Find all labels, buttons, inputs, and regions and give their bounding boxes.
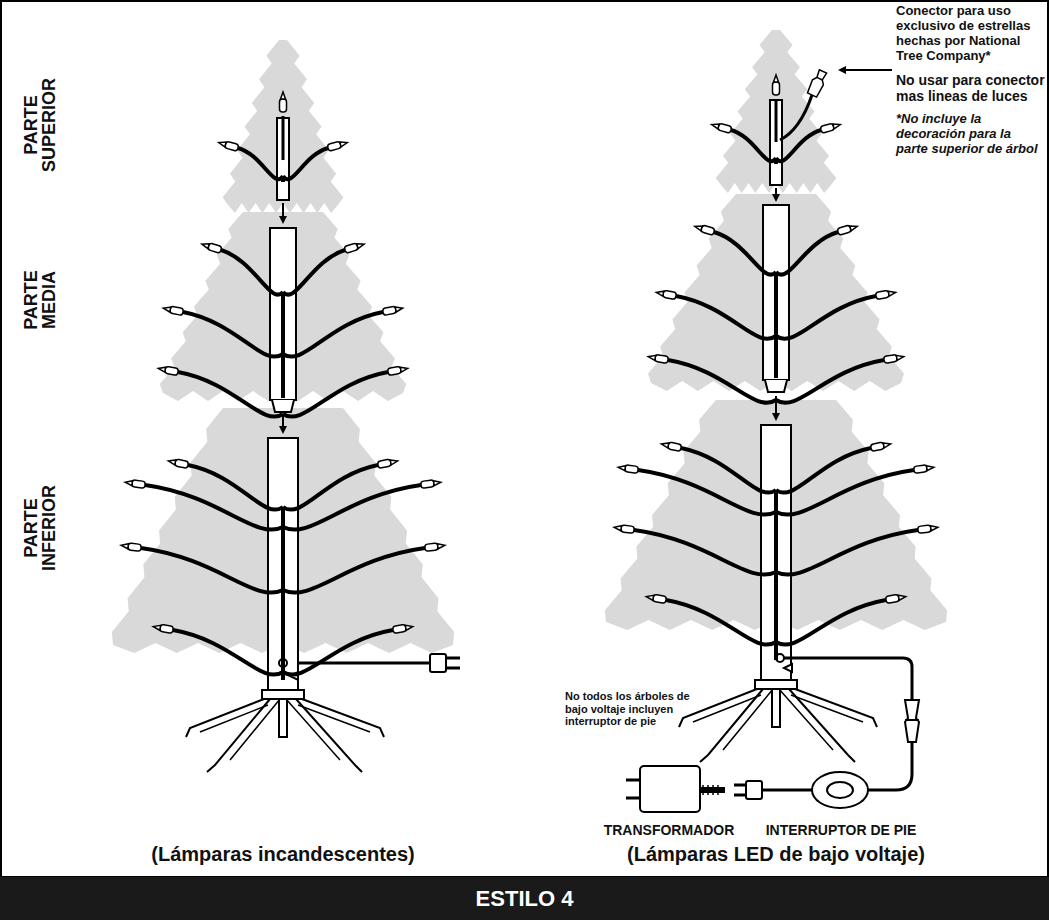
light-bulb — [121, 542, 142, 552]
light-bulb — [614, 524, 635, 534]
light-wire — [238, 148, 283, 179]
light-wire — [183, 312, 283, 357]
light-bulb — [153, 623, 174, 633]
note-text: No usar para conector mas lineas de luce… — [896, 72, 1046, 104]
light-wire — [281, 292, 285, 398]
star-wire — [780, 95, 812, 140]
light-bulb — [918, 524, 939, 534]
light-bulb — [870, 441, 891, 452]
light-wire — [776, 130, 821, 161]
light-bulb — [883, 353, 904, 363]
light-bulb — [711, 121, 732, 133]
light-wire — [283, 548, 425, 593]
light-wire — [776, 232, 838, 275]
light-bulb — [344, 241, 365, 254]
light-bulb — [875, 289, 896, 299]
light-wire — [666, 600, 776, 645]
light-wire — [283, 372, 388, 417]
footer-band: ESTILO 4 — [0, 877, 1049, 920]
light-bulb — [392, 623, 413, 633]
section-label: PARTE SUPERIOR — [22, 75, 58, 175]
light-wire — [173, 630, 283, 675]
light-wire — [281, 507, 285, 680]
light-bulb — [387, 365, 408, 375]
light-bulb — [421, 479, 442, 489]
light-wire — [776, 360, 884, 403]
callout-label: INTERRUPTOR DE PIE — [766, 822, 917, 838]
light-wire — [283, 485, 421, 530]
light-wire — [776, 296, 876, 339]
light-wire — [178, 372, 283, 417]
light-wire — [634, 530, 776, 575]
light-bulb — [837, 223, 858, 235]
section-label: PARTE MEDIA — [22, 260, 58, 340]
callout-label: (Lámparas incandescentes) — [151, 843, 414, 866]
light-wire — [776, 600, 886, 645]
callout-label: (Lámparas LED de bajo voltaje) — [627, 843, 925, 866]
light-wire — [774, 272, 778, 378]
light-bulb — [125, 479, 146, 489]
light-bulb — [201, 241, 222, 254]
note-column: Conector para uso exclusivo de estrellas… — [896, 4, 1046, 165]
light-bulb — [646, 593, 667, 603]
light-bulb — [158, 365, 179, 375]
light-wire — [283, 630, 393, 675]
light-wire — [776, 470, 914, 515]
light-wire — [221, 250, 283, 295]
light-bulb — [382, 305, 403, 316]
light-bulb — [377, 458, 398, 469]
light-wire — [638, 470, 776, 515]
tree-foliage — [648, 194, 904, 391]
light-wire — [145, 485, 283, 530]
light-bulb — [661, 441, 682, 452]
light-bulb — [773, 75, 780, 95]
note-text: *No incluye la decoración para la parte … — [896, 112, 1046, 157]
light-wire — [283, 250, 345, 295]
light-wire — [776, 530, 918, 575]
light-bulb — [618, 464, 639, 474]
light-bulb — [914, 464, 935, 474]
star-connector — [807, 69, 829, 98]
section-label: PARTE INFERIOR — [22, 478, 58, 578]
light-bulb — [694, 223, 715, 235]
note-text: Conector para uso exclusivo de estrellas… — [896, 4, 1046, 64]
light-bulb — [656, 289, 677, 299]
tree-foliage — [223, 40, 344, 213]
light-bulb — [280, 92, 287, 112]
light-bulb — [327, 139, 348, 151]
light-bulb — [163, 305, 184, 316]
footer-title: ESTILO 4 — [476, 886, 574, 912]
light-wire — [676, 296, 776, 339]
light-bulb — [885, 593, 906, 603]
light-bulb — [218, 139, 239, 151]
light-bulb — [425, 542, 446, 552]
light-wire — [282, 116, 285, 160]
callout-label: No todos los árboles de bajo voltaje inc… — [565, 690, 690, 728]
light-bulb — [820, 121, 841, 133]
light-bulb — [168, 458, 189, 469]
light-wire — [283, 148, 328, 179]
light-wire — [774, 490, 778, 660]
light-wire — [283, 312, 383, 357]
light-wire — [714, 232, 776, 275]
light-wire — [775, 99, 778, 142]
light-wire — [281, 176, 285, 182]
tree-foliage — [716, 30, 837, 193]
light-wire — [774, 158, 778, 164]
callout-label: TRANSFORMADOR — [604, 822, 735, 838]
tree-foliage — [160, 212, 407, 401]
light-wire — [731, 130, 776, 161]
light-wire — [668, 360, 776, 403]
light-wire — [141, 548, 283, 593]
light-bulb — [648, 353, 669, 363]
